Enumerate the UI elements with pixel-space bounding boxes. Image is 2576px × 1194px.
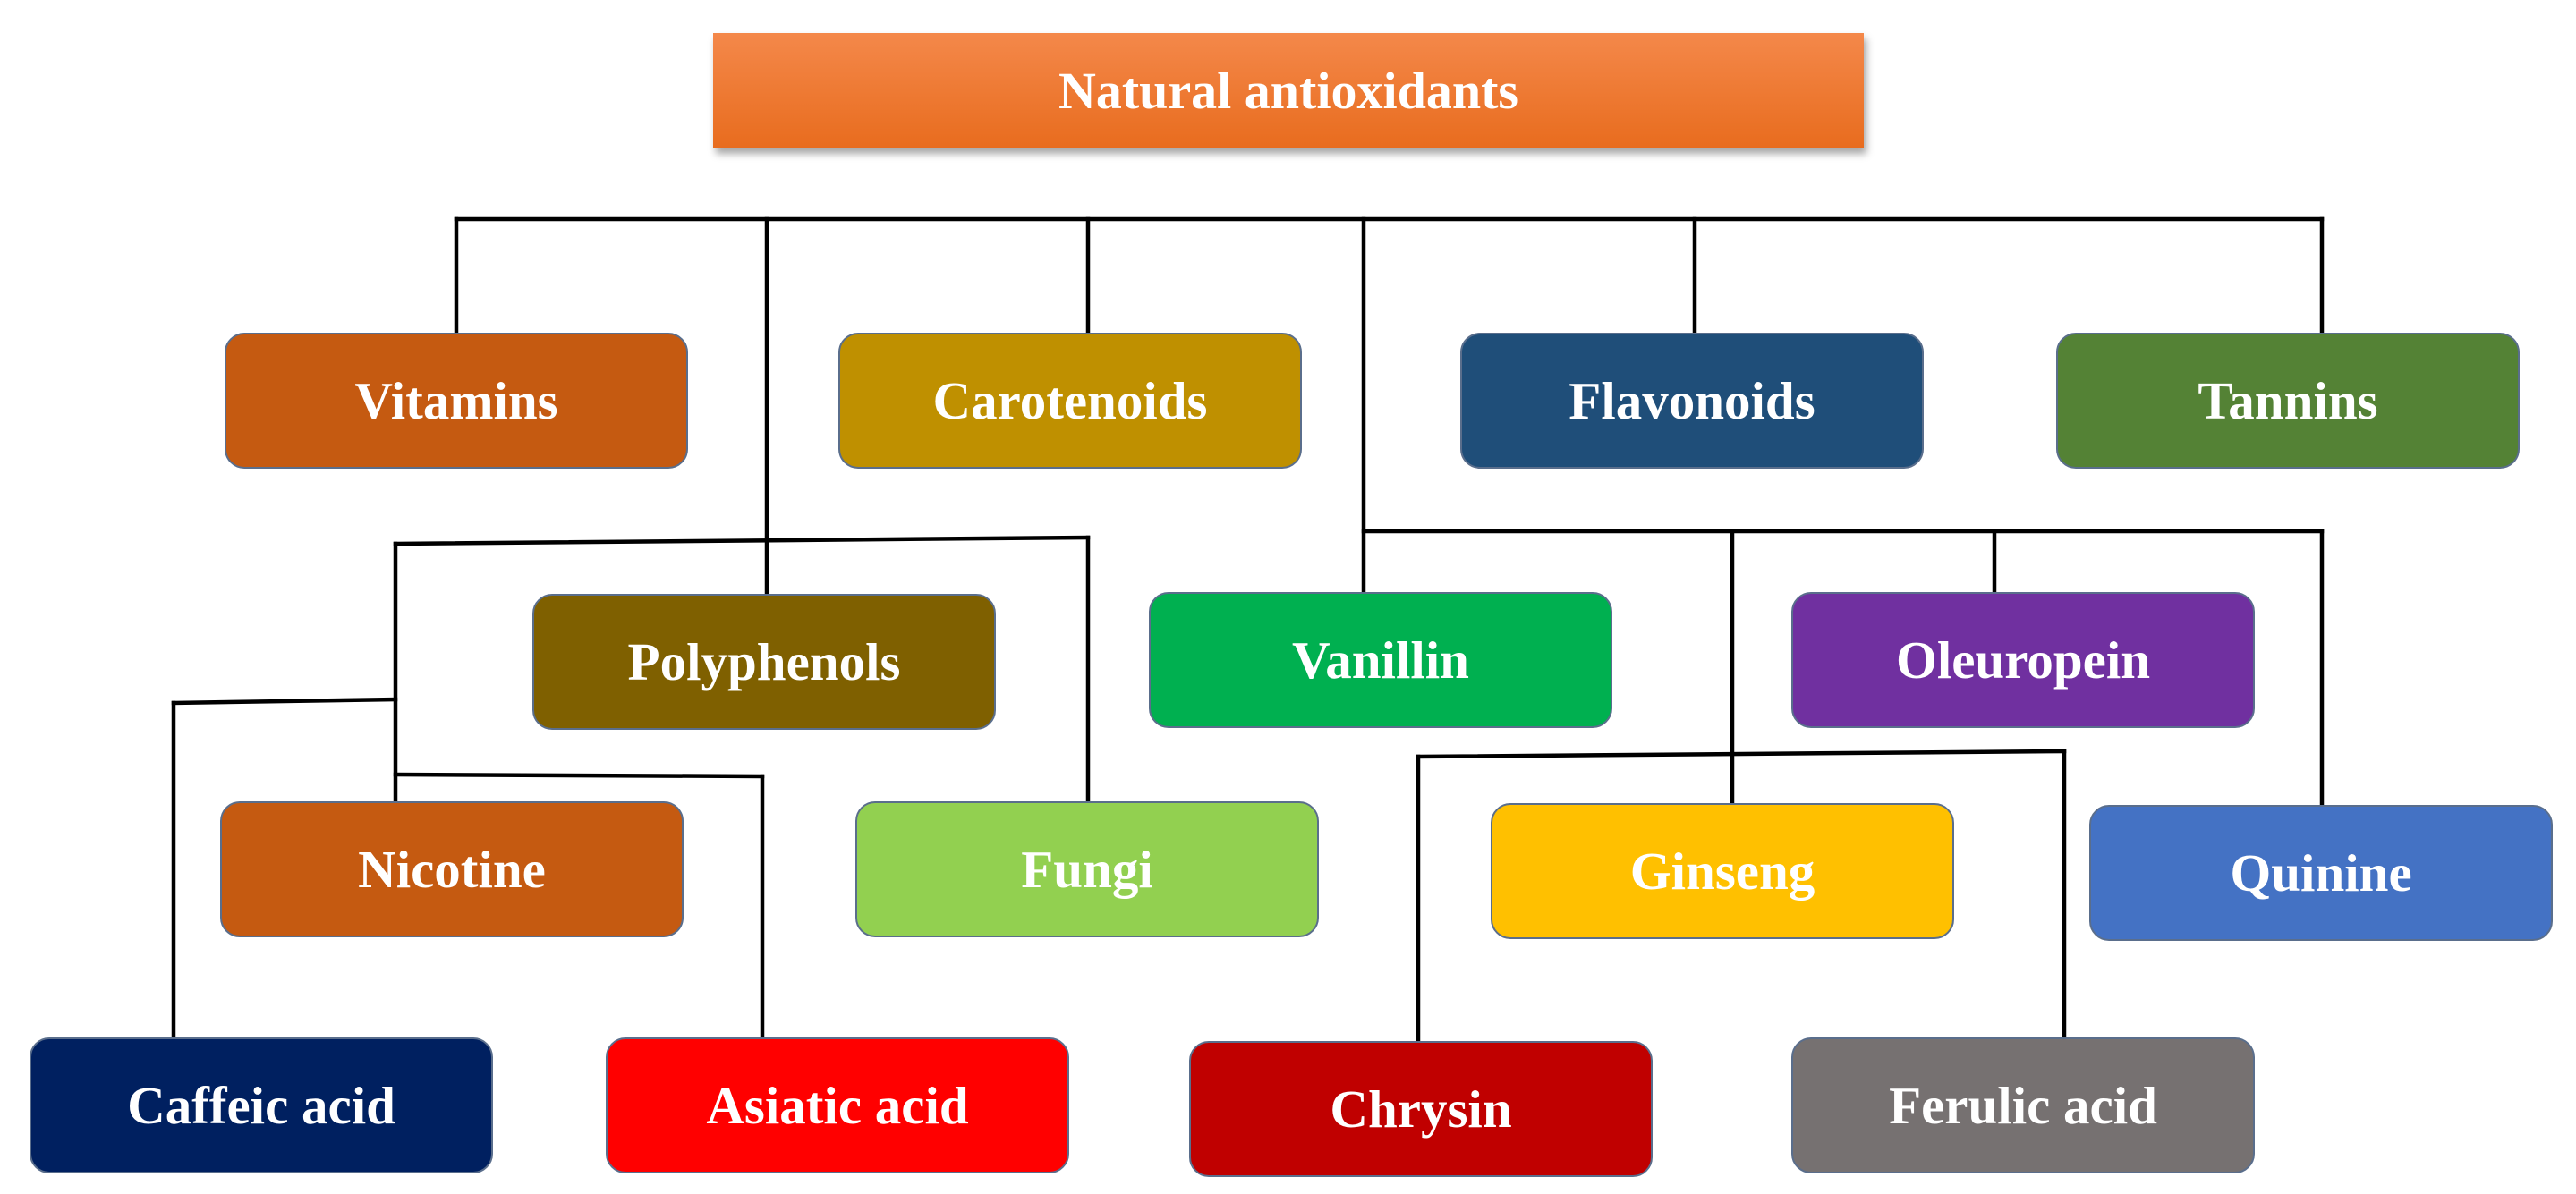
node-tannins: Tannins: [2056, 333, 2520, 469]
connector-left-bus: [393, 535, 1091, 546]
node-fungi: Fungi: [855, 801, 1319, 937]
node-ginseng: Ginseng: [1491, 803, 1954, 939]
root-node: Natural antioxidants: [713, 33, 1864, 148]
node-vanillin: Vanillin: [1149, 592, 1612, 728]
connector-caffeic-bus: [171, 697, 398, 706]
node-carotenoids: Carotenoids: [838, 333, 1302, 469]
node-vitamins: Vitamins: [225, 333, 688, 469]
node-polyphenols: Polyphenols: [532, 594, 996, 730]
node-flavonoids: Flavonoids: [1460, 333, 1924, 469]
node-nicotine: Nicotine: [220, 801, 684, 937]
connector-chrysin-ferulic-bus: [1416, 749, 2067, 759]
node-oleuropein: Oleuropein: [1791, 592, 2255, 728]
node-chrysin: Chrysin: [1189, 1041, 1653, 1177]
node-ferulic-acid: Ferulic acid: [1791, 1037, 2255, 1173]
node-quinine: Quinine: [2089, 805, 2553, 941]
node-caffeic-acid: Caffeic acid: [30, 1037, 493, 1173]
node-asiatic-acid: Asiatic acid: [606, 1037, 1069, 1173]
connector-asiatic-bus: [393, 772, 765, 779]
